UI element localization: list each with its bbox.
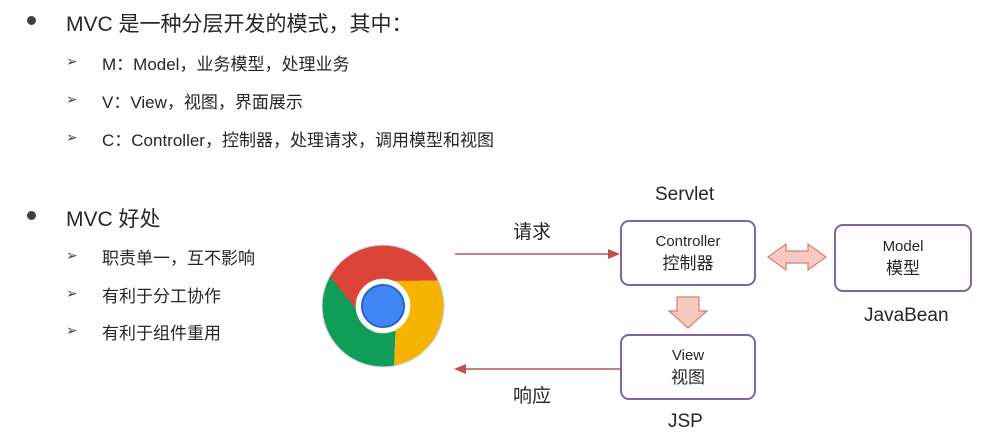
section2-item-3: 有利于组件重用 bbox=[102, 324, 221, 343]
section1-item-m: M：Model，业务模型，处理业务 bbox=[102, 55, 350, 74]
controller-box: Controller 控制器 bbox=[620, 220, 756, 286]
bullet-dot bbox=[27, 211, 36, 220]
servlet-label: Servlet bbox=[655, 184, 715, 205]
section1-item-c: C：Controller，控制器，处理请求，调用模型和视图 bbox=[102, 131, 494, 150]
view-box: View 视图 bbox=[620, 334, 756, 400]
controller-line2: 控制器 bbox=[662, 254, 714, 273]
bullet-arrow-icon: ➢ bbox=[66, 91, 78, 107]
bullet-arrow-icon: ➢ bbox=[66, 53, 78, 69]
section1-title: MVC 是一种分层开发的模式，其中： bbox=[66, 13, 413, 36]
javabean-label: JavaBean bbox=[864, 305, 949, 326]
jsp-label: JSP bbox=[668, 411, 703, 432]
response-arrowhead bbox=[454, 364, 466, 374]
view-line2: 视图 bbox=[671, 368, 705, 387]
bullet-arrow-icon: ➢ bbox=[66, 129, 78, 145]
bullet-arrow-icon: ➢ bbox=[66, 285, 78, 301]
controller-line1: Controller bbox=[655, 233, 721, 250]
section2-item-2: 有利于分工协作 bbox=[102, 287, 221, 306]
double-arrow bbox=[766, 242, 828, 272]
request-arrowhead bbox=[608, 249, 620, 259]
section2-item-1: 职责单一，互不影响 bbox=[102, 249, 255, 268]
bullet-arrow-icon: ➢ bbox=[66, 247, 78, 263]
view-line1: View bbox=[671, 347, 705, 364]
model-box: Model 模型 bbox=[834, 224, 972, 292]
section1-item-v: V：View，视图，界面展示 bbox=[102, 93, 303, 112]
bullet-dot bbox=[27, 16, 36, 25]
model-line2: 模型 bbox=[886, 259, 920, 278]
section2-title: MVC 好处 bbox=[66, 208, 161, 231]
down-arrow bbox=[667, 296, 709, 329]
request-label: 请求 bbox=[513, 222, 552, 243]
chrome-browser-icon bbox=[321, 244, 445, 368]
bullet-arrow-icon: ➢ bbox=[66, 322, 78, 338]
response-label: 响应 bbox=[513, 386, 552, 407]
model-line1: Model bbox=[882, 238, 924, 255]
